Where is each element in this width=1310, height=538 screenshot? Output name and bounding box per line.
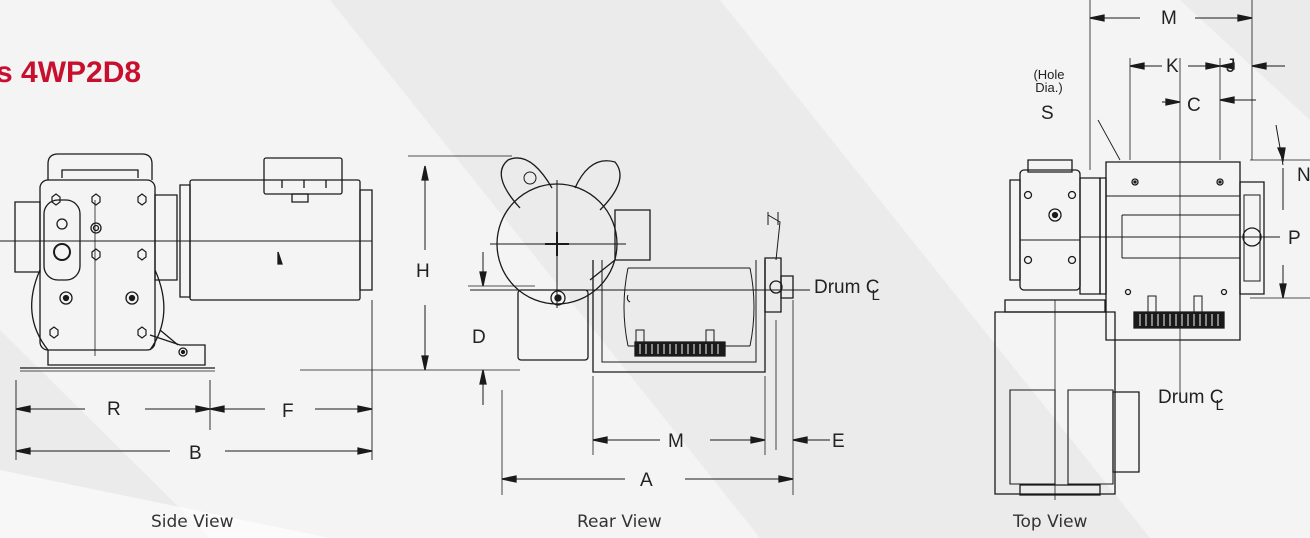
hole-dia-note: (Hole Dia.) bbox=[1028, 68, 1070, 94]
drum-label-text-top: Drum C bbox=[1158, 387, 1224, 408]
dim-label-d: D bbox=[472, 327, 486, 348]
dim-label-j: J bbox=[1226, 56, 1236, 77]
dim-label-m-top: M bbox=[1161, 8, 1177, 29]
drum-label-text: Drum C bbox=[814, 277, 880, 298]
caption-side-view: Side View bbox=[151, 512, 234, 532]
dim-label-m-rear: M bbox=[668, 431, 684, 452]
dim-label-a: A bbox=[640, 470, 653, 491]
dim-label-n: N bbox=[1297, 165, 1310, 186]
drum-label-sub: L bbox=[871, 286, 880, 304]
dim-label-c: C bbox=[1187, 95, 1201, 116]
dim-label-r: R bbox=[107, 399, 121, 420]
drum-centerline-label-top: Drum CL bbox=[1158, 387, 1232, 414]
rear-view-drawing bbox=[290, 150, 830, 495]
dim-label-k: K bbox=[1166, 56, 1179, 77]
dim-label-s: S bbox=[1041, 103, 1054, 124]
caption-rear-view: Rear View bbox=[577, 512, 662, 532]
caption-top-view: Top View bbox=[1013, 512, 1088, 532]
side-view-drawing bbox=[0, 140, 380, 470]
hole-dia-line1: (Hole bbox=[1033, 67, 1065, 82]
dim-label-e: E bbox=[832, 431, 845, 452]
page-title: s 4WP2D8 bbox=[0, 56, 142, 89]
dim-label-p: P bbox=[1288, 228, 1301, 249]
drum-label-sub-top: L bbox=[1215, 396, 1224, 414]
drum-centerline-label-rear: Drum CL bbox=[814, 277, 888, 304]
dim-label-h: H bbox=[416, 261, 430, 282]
top-view-drawing bbox=[980, 0, 1310, 500]
hole-dia-line2: Dia.) bbox=[1035, 80, 1063, 95]
dim-label-f: F bbox=[282, 401, 294, 422]
dim-label-b: B bbox=[189, 443, 202, 464]
